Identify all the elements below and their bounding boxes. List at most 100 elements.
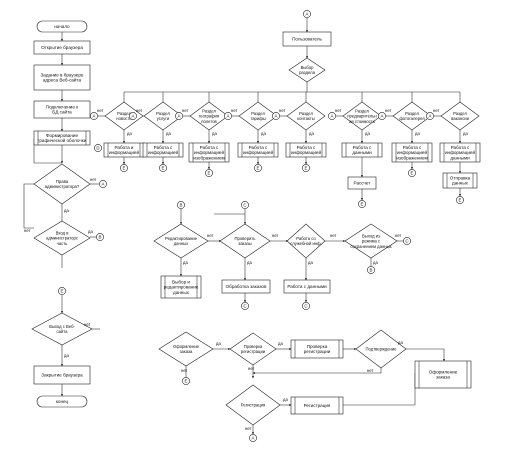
sec-jobs-diamond [440, 101, 480, 131]
exit-site-diamond-label: сайта [57, 329, 69, 334]
connector-e: E [205, 169, 213, 177]
connector-label: A [132, 114, 135, 119]
yes-label: да [212, 131, 217, 136]
check-orders-diamond-label: заказы [238, 241, 251, 246]
connector-a: A [129, 112, 137, 120]
sec-rates-diamond-label: Раздел [251, 111, 265, 116]
make-order-diamond-label: Оформление [173, 344, 200, 349]
no-label: нет [24, 228, 31, 233]
registration-box-label: Регистрация [304, 403, 331, 408]
no-label: нет [231, 108, 238, 113]
work-jobs-box [439, 142, 481, 163]
yes-label: да [283, 397, 288, 402]
form-graphics-box [33, 130, 91, 146]
connector-e: E [254, 164, 262, 172]
process-orders-box-label: Обработка заказов [226, 284, 267, 289]
work-contacts-box-label: информацией [291, 149, 321, 155]
work-services-box [142, 142, 184, 158]
exit-with-save-diamond-label: Выход из [362, 233, 380, 238]
sec-cost-diamond [342, 101, 382, 131]
connect-db-box-label: БД сайта [52, 109, 72, 115]
work-cost-box [341, 142, 383, 158]
sec-cost-diamond-label: ая стоимость [349, 119, 376, 124]
connector-a: A [328, 112, 336, 120]
work-jobs-box-label: Работа с [451, 145, 470, 150]
admin-check-diamond-label: администратора? [45, 184, 80, 189]
connect-db-box [33, 100, 91, 119]
exit-with-save-diamond [344, 223, 398, 259]
connector-a: A [99, 180, 107, 188]
make-order-diamond-label: заказа [180, 349, 193, 354]
sec-photo-diamond [392, 101, 432, 131]
edit-data-diamond-label: Редактирование [165, 236, 198, 241]
make-order-box-label: Оформление [429, 370, 458, 375]
no-label: нет [385, 108, 392, 113]
yes-label: да [166, 131, 171, 136]
sec-geo-diamond-label: география [199, 114, 219, 119]
connector-label: E [257, 166, 260, 171]
connector-a: A [426, 112, 434, 120]
check-reg-box [290, 339, 344, 359]
registration-box [290, 396, 344, 415]
select-edit-box-label: Выбор и [172, 279, 190, 284]
connector-label: B [180, 203, 183, 208]
no-label: нет [90, 177, 97, 182]
edit-data-diamond-label: данных [174, 241, 189, 246]
start-terminal-label: начало [54, 24, 70, 29]
select-edit-box-label: редактирование [164, 285, 199, 290]
choose-section-diamond-label: раздела [299, 70, 316, 75]
no-label: нет [367, 368, 374, 373]
connector-c: C [302, 302, 310, 310]
confirm-diamond-label: Подтверждение [366, 347, 398, 352]
no-label: нет [97, 108, 104, 113]
user-box [282, 31, 332, 47]
enter-address-box-label: адреса Веб-сайта [43, 77, 82, 83]
work-contacts-box [285, 142, 327, 158]
connector-b: B [367, 266, 375, 274]
connector-label: A [227, 114, 230, 119]
connector-label: D [96, 146, 99, 151]
connector-label: B [370, 268, 373, 273]
connector-label: A [178, 114, 181, 119]
connector-label: C [304, 304, 307, 309]
check-orders-diamond-label: Проверить [235, 236, 257, 241]
work-services-box-label: Работа с [154, 145, 173, 150]
work-geo-box-label: Работа с [200, 145, 219, 150]
work-photo-box-label: изображением [396, 155, 427, 160]
close-browser-box-label: Закрытие браузера [41, 373, 83, 378]
connector-e: E [182, 377, 190, 385]
no-label: нет [181, 368, 188, 373]
work-photo-box-label: Работа с [403, 145, 422, 150]
connector-a: A [272, 112, 280, 120]
select-edit-box [160, 275, 202, 299]
end-terminal-label: конец [56, 399, 69, 404]
no-label: нет [330, 233, 337, 238]
sec-geo-diamond [189, 101, 229, 131]
yes-label: да [183, 260, 188, 265]
connector-label: C [405, 239, 408, 244]
process-orders-box [221, 279, 271, 294]
work-news-box-label: Работа и [114, 145, 133, 150]
enter-address-box-label: Задание в браузере [41, 73, 84, 78]
connector-label: E [361, 202, 364, 207]
sec-news-diamond-label: новости [116, 116, 132, 121]
sec-services-diamond-label: Раздел [156, 111, 170, 116]
work-cost-box-label: данными [352, 150, 372, 155]
connector-c: C [241, 302, 249, 310]
exit-site-diamond [31, 312, 93, 346]
work-photo-box [391, 142, 433, 163]
work-data-box [283, 279, 331, 294]
service-info-diamond [286, 223, 326, 259]
sec-services-diamond [143, 101, 183, 131]
no-label: нет [84, 322, 91, 327]
work-rates-box [237, 142, 279, 158]
work-data-box-label: Работа с данными [287, 284, 327, 289]
sec-geo-diamond-label: Раздел [202, 108, 216, 113]
no-label: нет [272, 233, 279, 238]
connector-a: A [224, 112, 232, 120]
yes-label: да [88, 229, 93, 234]
sec-jobs-diamond-label: Раздел [453, 111, 467, 116]
exit-with-save-diamond-label: режима с [362, 239, 380, 244]
check-reg-diamond-label: регистрации [241, 349, 266, 354]
open-browser-box-label: Открытие браузера [41, 45, 83, 50]
